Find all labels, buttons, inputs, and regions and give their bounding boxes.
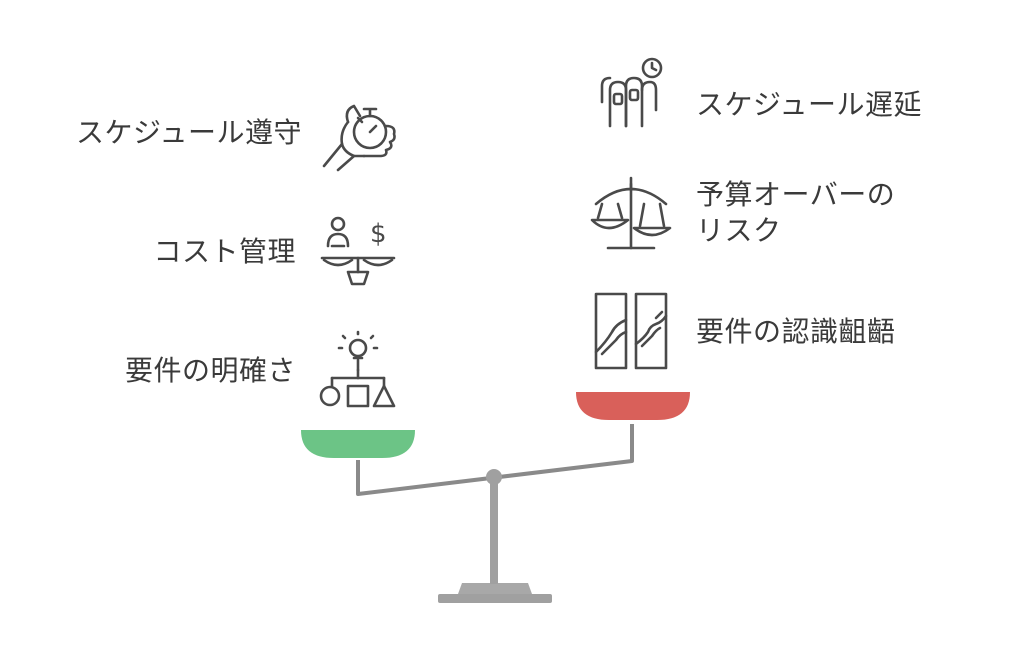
left-item-1-label: スケジュール遵守 [75, 116, 302, 149]
scale-pole [490, 480, 498, 584]
scale-pivot [486, 469, 502, 485]
right-item-2-label-line2: リスク [696, 214, 782, 247]
right-pan [576, 392, 690, 420]
split-panels-icon [592, 292, 672, 372]
person-dollar-scale-icon: $ [318, 212, 398, 292]
hand-stopwatch-icon [318, 96, 400, 174]
unbalanced-scale-icon [588, 174, 674, 254]
fingers-clock-icon [596, 56, 666, 130]
left-item-3-label: 要件の明確さ [124, 354, 296, 387]
left-pan [301, 430, 415, 458]
svg-text:$: $ [370, 219, 387, 249]
right-item-1-label: スケジュール遅延 [696, 88, 923, 121]
right-item-3-label: 要件の認識齟齬 [696, 315, 896, 348]
left-item-2-label: コスト管理 [153, 235, 296, 268]
scale-base [438, 594, 552, 603]
scale-base-top [458, 583, 532, 594]
lightbulb-shapes-scale-icon [318, 330, 398, 412]
right-item-2-label-line1: 予算オーバーの [696, 178, 896, 211]
